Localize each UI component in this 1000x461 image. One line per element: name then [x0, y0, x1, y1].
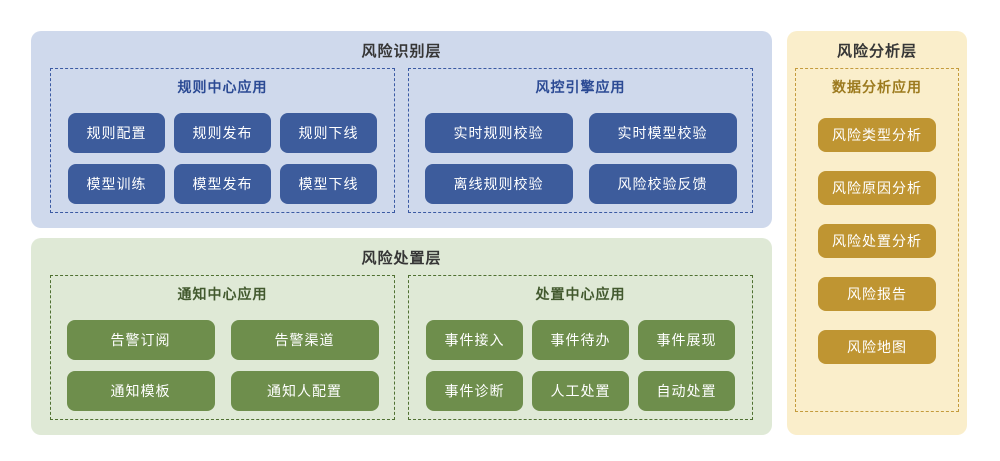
node-alert-subscribe: 告警订阅: [66, 320, 215, 360]
risk-engine-nodes: 实时规则校验 实时模型校验 离线规则校验 风险校验反馈: [409, 113, 752, 204]
node-risk-map: 风险地图: [818, 330, 936, 364]
node-notify-template: 通知模板: [66, 371, 215, 411]
group-title-disposal-center: 处置中心应用: [535, 286, 626, 302]
node-risk-reason-analysis: 风险原因分析: [818, 171, 936, 205]
node-event-diagnose: 事件诊断: [426, 371, 523, 411]
group-notify-center: 通知中心应用 告警订阅 告警渠道 通知模板 通知人配置: [50, 275, 395, 420]
node-realtime-model-check: 实时模型校验: [588, 113, 737, 153]
node-event-access: 事件接入: [426, 320, 523, 360]
node-risk-report: 风险报告: [818, 277, 936, 311]
layer-risk-disposal: 风险处置层 通知中心应用 告警订阅 告警渠道 通知模板 通知人配置 处置中心应用…: [31, 238, 772, 435]
group-disposal-center: 处置中心应用 事件接入 事件待办 事件展现 事件诊断 人工处置 自动处置: [408, 275, 753, 420]
node-risk-disposal-analysis: 风险处置分析: [818, 224, 936, 258]
group-risk-engine: 风控引擎应用 实时规则校验 实时模型校验 离线规则校验 风险校验反馈: [408, 68, 753, 213]
node-offline-rule-check: 离线规则校验: [424, 164, 573, 204]
node-model-train: 模型训练: [68, 164, 165, 204]
group-title-risk-engine: 风控引擎应用: [535, 79, 626, 95]
notify-center-nodes: 告警订阅 告警渠道 通知模板 通知人配置: [51, 320, 394, 411]
layer-risk-identification: 风险识别层 规则中心应用 规则配置 规则发布 规则下线 模型训练 模型发布 模型…: [31, 31, 772, 228]
node-risk-type-analysis: 风险类型分析: [818, 118, 936, 152]
node-event-display: 事件展现: [638, 320, 735, 360]
group-title-data-analysis: 数据分析应用: [832, 79, 922, 95]
layer-title-disposal: 风险处置层: [361, 250, 442, 267]
data-analysis-nodes: 风险类型分析 风险原因分析 风险处置分析 风险报告 风险地图: [796, 118, 958, 364]
node-auto-handle: 自动处置: [638, 371, 735, 411]
node-notify-person-config: 通知人配置: [230, 371, 379, 411]
layer-title-identification: 风险识别层: [361, 43, 442, 60]
node-rule-config: 规则配置: [68, 113, 165, 153]
node-risk-check-feedback: 风险校验反馈: [588, 164, 737, 204]
rule-center-nodes: 规则配置 规则发布 规则下线 模型训练 模型发布 模型下线: [51, 113, 394, 204]
node-alert-channel: 告警渠道: [230, 320, 379, 360]
group-title-rule-center: 规则中心应用: [177, 79, 268, 95]
group-title-notify-center: 通知中心应用: [177, 286, 268, 302]
node-realtime-rule-check: 实时规则校验: [424, 113, 573, 153]
node-event-todo: 事件待办: [532, 320, 629, 360]
group-data-analysis: 数据分析应用 风险类型分析 风险原因分析 风险处置分析 风险报告 风险地图: [795, 68, 959, 412]
node-rule-publish: 规则发布: [174, 113, 271, 153]
node-model-offline: 模型下线: [280, 164, 377, 204]
node-rule-offline: 规则下线: [280, 113, 377, 153]
node-model-publish: 模型发布: [174, 164, 271, 204]
layer-title-analysis: 风险分析层: [836, 43, 917, 60]
layer-risk-analysis: 风险分析层 数据分析应用 风险类型分析 风险原因分析 风险处置分析 风险报告 风…: [787, 31, 967, 435]
group-rule-center: 规则中心应用 规则配置 规则发布 规则下线 模型训练 模型发布 模型下线: [50, 68, 395, 213]
disposal-center-nodes: 事件接入 事件待办 事件展现 事件诊断 人工处置 自动处置: [409, 320, 752, 411]
node-manual-handle: 人工处置: [532, 371, 629, 411]
